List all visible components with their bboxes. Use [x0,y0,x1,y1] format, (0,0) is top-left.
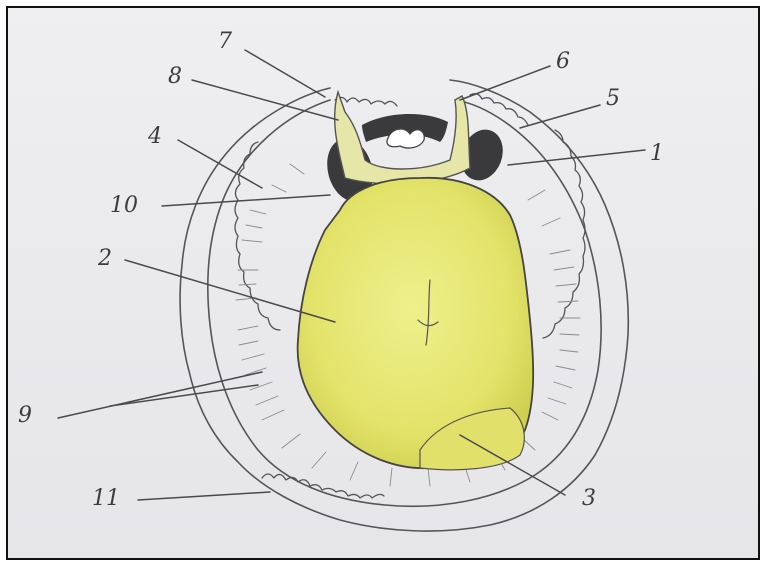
label-7: 7 [218,29,232,54]
leader-8 [192,80,338,120]
label-1: 1 [650,141,664,166]
leader-6 [460,66,550,100]
label-2: 2 [97,246,112,271]
label-6: 6 [556,49,570,74]
leader-7 [245,50,325,97]
label-11: 11 [92,486,120,511]
leader-10 [162,195,330,206]
label-8: 8 [168,64,182,89]
label-10: 10 [110,193,138,218]
mouth [387,129,424,148]
leader-1 [508,150,645,165]
label-9: 9 [18,403,32,428]
leader-5 [520,105,600,128]
leader-11 [138,492,270,500]
leader-4 [178,140,262,188]
label-3: 3 [582,486,596,511]
label-5: 5 [606,86,620,111]
leader-9b [110,385,258,406]
leader-9 [58,372,262,418]
label-4: 4 [147,124,162,149]
